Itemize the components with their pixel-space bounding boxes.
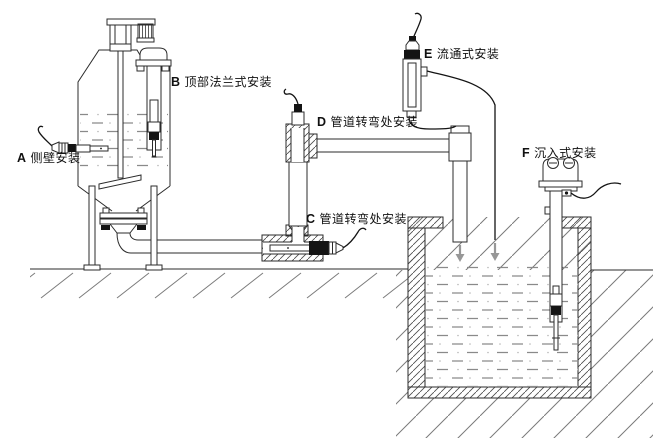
label-d-text: 管道转弯处安装 — [330, 115, 419, 129]
sensor-a-side-wall — [37, 125, 109, 154]
sensor-d-cable — [283, 88, 299, 105]
sensor-b-probe — [152, 139, 156, 157]
sensor-c-pipe-elbow — [261, 224, 367, 262]
pit-wall-left — [407, 227, 426, 388]
label-a-letter: A — [17, 151, 27, 165]
pit-rim-left — [407, 216, 444, 229]
bottom-flange — [99, 207, 148, 234]
label-c-letter: C — [306, 212, 316, 226]
pit-rim-right — [561, 216, 592, 229]
label-d-letter: D — [317, 115, 327, 129]
riser-pipe — [288, 161, 308, 243]
label-e-letter: E — [424, 47, 433, 61]
agitator-motor — [137, 23, 154, 39]
label-b-letter: B — [171, 75, 181, 89]
ground-left — [30, 268, 408, 299]
flow-arrow — [490, 253, 500, 261]
sensor-d-pipe-elbow — [283, 88, 318, 163]
agitator-paddle — [98, 174, 142, 190]
sensor-a-probe — [89, 145, 109, 152]
reactor-tank — [77, 18, 263, 271]
pit-basin — [407, 216, 592, 399]
shaft-gland — [109, 43, 132, 52]
sensor-b-top-flange — [135, 47, 172, 158]
sensor-e-flow-cell — [402, 12, 500, 261]
pipe-to-pit-tee — [316, 138, 450, 153]
tank-legs — [83, 185, 163, 271]
flow-cell-outlet-tube — [426, 70, 496, 240]
label-a-text: 侧壁安装 — [30, 151, 81, 165]
sensor-e-cable — [411, 12, 422, 42]
sensor-c-probe — [269, 244, 311, 252]
sensor-a-cable — [37, 125, 53, 147]
flow-arrow — [455, 254, 465, 262]
pit-wall-right — [577, 227, 592, 388]
outlet-pipe — [116, 232, 263, 254]
sensor-f-probe — [553, 314, 559, 351]
label-b-text: 顶部法兰式安装 — [184, 75, 273, 89]
pit-inlet-pipe — [452, 160, 468, 262]
label-c-text: 管道转弯处安装 — [319, 212, 408, 226]
flow-cell-inlet-tube — [408, 116, 457, 130]
label-f-text: 沉入式安装 — [534, 146, 597, 160]
sensor-f-submersion — [538, 157, 622, 351]
pit-feed-tee — [448, 125, 472, 162]
agitator-shaft — [117, 50, 124, 179]
sensor-f-cable — [570, 182, 622, 199]
pit-floor — [407, 386, 592, 399]
sensor-c-cable — [342, 227, 367, 249]
label-f-letter: F — [522, 146, 531, 160]
label-e-text: 流通式安装 — [436, 47, 500, 61]
